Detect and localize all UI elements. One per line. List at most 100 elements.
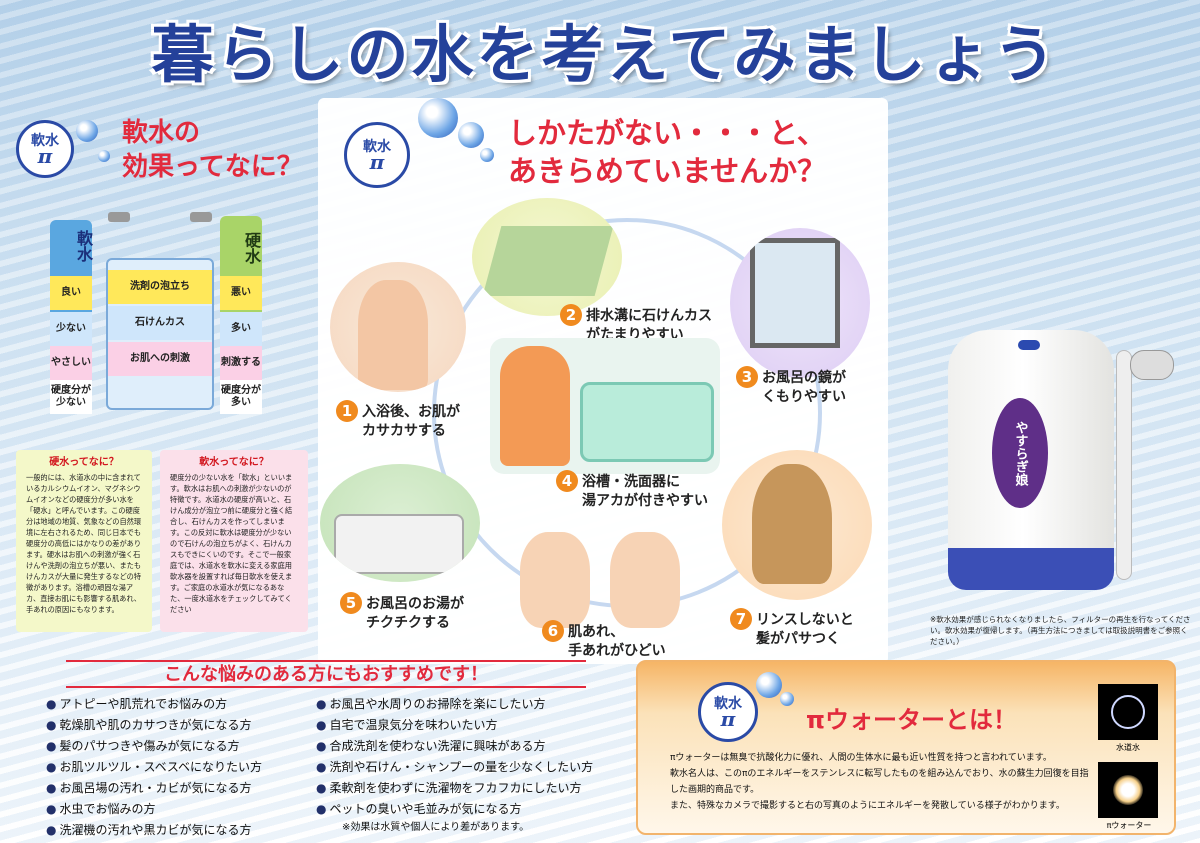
list-item: アトピーや肌荒れでお悩みの方 [46, 694, 262, 715]
softwater-badge: 軟水 π [698, 682, 758, 742]
problem-line1: お風呂のお湯が [366, 596, 464, 612]
scene-hands [510, 532, 700, 632]
center-heading-line2: あきらめていませんか？ [508, 154, 827, 188]
drain-figure [482, 226, 614, 296]
problem-number: 3 [736, 366, 758, 388]
note-soft-title: 軟水ってなに？ [199, 457, 269, 468]
list-item: 合成洗剤を使わない洗濯に興味がある方 [316, 736, 593, 757]
soft-label: 軟水 [74, 230, 93, 262]
recommend-list-left: アトピーや肌荒れでお悩みの方 乾燥肌や肌のカサつきが気になる方 髪のパサつきや傷… [46, 694, 262, 841]
center-heading: しかたがない・・・と、 あきらめていませんか？ [508, 114, 826, 190]
tank: 洗剤の泡立ち 石けんカス お肌への刺激 [106, 258, 214, 410]
problem-number: 4 [556, 470, 578, 492]
badge-text: 軟水 [363, 139, 391, 155]
man-figure [500, 346, 570, 466]
problem-line1: 入浴後、お肌が [362, 404, 460, 420]
recommend-section: こんな悩みのある方にもおすすめです！ アトピーや肌荒れでお悩みの方 乾燥肌や肌の… [30, 660, 608, 840]
problem-number: 1 [336, 400, 358, 422]
problem-number: 7 [730, 608, 752, 630]
hard-column: 硬水 悪い 多い 刺激する 硬度分が多い [220, 216, 262, 414]
pi-water-label: πウォーター [1106, 821, 1152, 830]
pi-water-photo [1098, 762, 1158, 818]
list-item: 乾燥肌や肌のカサつきが気になる方 [46, 715, 262, 736]
badge-pi: π [37, 144, 53, 168]
page-title: 暮らしの水を考えてみましょう [151, 18, 1059, 91]
problem-number: 6 [542, 620, 564, 642]
problem-line2: チクチクする [366, 615, 450, 631]
pi-water-para3: また、特殊なカメラで撮影すると右の写真のようにエネルギーを発散している様子がわか… [670, 801, 1065, 811]
middle-label: 洗剤の泡立ち [108, 270, 212, 304]
middle-label: 石けんカス [108, 306, 212, 340]
soft-column: 軟水 良い 少ない やさしい 硬度分が少ない [50, 220, 93, 414]
mirror-figure [750, 238, 840, 348]
tap-water-photo [1098, 684, 1158, 740]
badge-pi: π [720, 707, 736, 731]
softwater-badge: 軟水 π [16, 120, 74, 178]
problem-number: 2 [560, 304, 582, 326]
list-item: 水虫でお悩みの方 [46, 799, 262, 820]
problem-line2: くもりやすい [762, 389, 846, 405]
badge-text: 軟水 [31, 133, 59, 149]
note-soft-water: 軟水ってなに？ 硬度分の少ない水を「軟水」といいます。軟水はお肌への刺激が少ない… [160, 450, 308, 632]
problem-line1: 排水溝に石けんカス [586, 308, 712, 324]
pi-water-description: πウォーターは無臭で抗酸化力に優れ、人間の生体水に最も近い性質を持つと言われてい… [670, 750, 1090, 814]
note-soft-body: 硬度分の少ない水を「軟水」といいます。軟水はお肌への刺激が少ないのが特徴です。水… [170, 473, 293, 614]
hard-label: 硬水 [242, 232, 261, 264]
badge-pi: π [369, 150, 385, 174]
tub-figure [334, 514, 464, 574]
left-hand-icon [520, 532, 590, 628]
list-item: 洗剤や石けん・シャンプーの量を少なくしたい方 [316, 757, 593, 778]
problem-line1: 肌あれ、 [568, 624, 625, 640]
comparison-table: 軟水 良い 少ない やさしい 硬度分が少ない 洗剤の泡立ち 石けんカス お肌への… [50, 200, 270, 414]
problem-line1: お風呂の鏡が [762, 370, 846, 386]
bubble-icon [458, 122, 484, 148]
pi-water-para2: 軟水名人は、このπのエネルギーをステンレスに転写したものを組み込んでおり、水の蘇… [670, 769, 1089, 795]
problem-line2: 湯アカが付きやすい [582, 493, 708, 509]
left-heading-line1: 軟水の [122, 118, 201, 148]
soft-value: 硬度分が少ない [50, 380, 92, 414]
problem-line2: 手あれがひどい [568, 643, 666, 659]
pi-water-heading: πウォーターとは！ [806, 706, 1017, 734]
scene-hair [722, 450, 872, 600]
hard-value: 多い [220, 312, 262, 346]
bubble-icon [76, 120, 98, 142]
problem-number: 5 [340, 592, 362, 614]
product-logo: やすらぎ娘 [992, 398, 1048, 508]
energy-ring-icon [1111, 695, 1145, 729]
shower-hose [1116, 350, 1132, 580]
soft-value: 少ない [50, 312, 92, 346]
list-item: 自宅で温泉気分を味わいたい方 [316, 715, 593, 736]
product-top-button [1018, 340, 1040, 350]
problem-line2: カサカサする [362, 423, 446, 439]
badge-text: 軟水 [714, 696, 742, 712]
right-hand-icon [610, 532, 680, 628]
tap-water-label: 水道水 [1116, 743, 1140, 752]
scene-bathtub [490, 338, 720, 474]
bubble-icon [418, 98, 458, 138]
scene-dry-skin [330, 262, 466, 392]
woman-figure [752, 464, 832, 584]
list-item: 柔軟剤を使わずに洗濯物をフカフカにしたい方 [316, 778, 593, 799]
problem-line2: 髪がパサつく [756, 631, 840, 647]
problem-line1: リンスしないと [756, 612, 854, 628]
shower-head-icon [1130, 350, 1174, 380]
scene-mirror [730, 228, 870, 378]
left-heading: 軟水の 効果ってなに？ [122, 116, 303, 184]
recommend-footnote: ※効果は水質や個人により差があります。 [342, 822, 530, 833]
hard-value: 硬度分が多い [220, 380, 262, 414]
woman-figure [358, 280, 428, 390]
center-heading-line1: しかたがない・・・と、 [508, 116, 826, 150]
faucet-icon [190, 212, 212, 222]
middle-label: お肌への刺激 [108, 342, 212, 376]
note-hard-title: 硬水ってなに？ [49, 457, 119, 468]
scene-bath-kids [320, 464, 480, 582]
hard-value: 悪い [220, 276, 262, 310]
pi-water-panel: 軟水 π πウォーターとは！ πウォーターは無臭で抗酸化力に優れ、人間の生体水に… [636, 660, 1176, 835]
list-item: お風呂場の汚れ・カビが気になる方 [46, 778, 262, 799]
